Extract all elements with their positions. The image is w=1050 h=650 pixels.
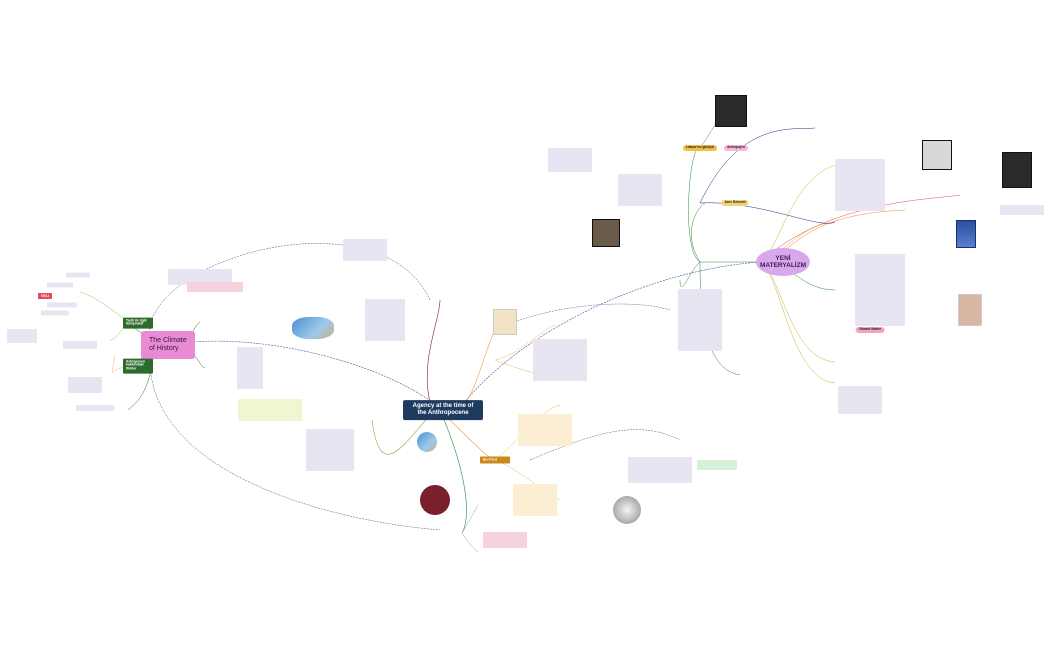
text-block-orange[interactable] — [513, 484, 557, 516]
portrait-photo-top — [715, 95, 747, 127]
portrait-photo-right-2 — [1002, 152, 1032, 188]
text-block[interactable] — [838, 386, 882, 414]
text-block-orange[interactable] — [518, 414, 572, 446]
branch-node-2-label: Antroposen hakkındaki fikirler — [126, 359, 146, 371]
text-block[interactable] — [548, 148, 592, 172]
hub-yeni-materyalizm[interactable]: YENİ MATERYALİZM — [756, 248, 810, 276]
text-block[interactable] — [7, 329, 37, 343]
tag-antropojen-label: Antropojen — [726, 145, 746, 150]
central-topic-title: Agency at the time of the Anthropocene — [412, 403, 474, 416]
text-block[interactable] — [47, 282, 73, 288]
branch-node-1[interactable]: Tarih ile ilgili tartışmalar — [123, 317, 153, 329]
text-block[interactable] — [63, 341, 97, 349]
badge-red-left[interactable]: VELI — [38, 292, 52, 300]
branch-node-2[interactable]: Antroposen hakkındaki fikirler — [123, 358, 153, 374]
book-cover-image — [956, 220, 976, 248]
text-block[interactable] — [835, 159, 885, 211]
text-block[interactable] — [628, 457, 692, 483]
text-block-pink[interactable] — [187, 282, 243, 292]
tag-jane-bennett-label: Jane Bennett — [724, 200, 746, 205]
text-block[interactable] — [533, 339, 587, 381]
globe-sketch-image — [613, 496, 641, 524]
tag-jane-bennett[interactable]: Jane Bennett — [721, 200, 749, 206]
text-block[interactable] — [47, 302, 77, 308]
tag-latour[interactable]: Latour'un görüşü — [683, 145, 717, 151]
central-topic[interactable]: Agency at the time of the Anthropocene — [403, 400, 483, 420]
hub-climate-title: The Climate of History — [149, 336, 187, 352]
note-vibrant-matter-label: Vibrant Matter — [858, 327, 882, 332]
text-block[interactable] — [237, 347, 263, 389]
globe-illustration — [417, 432, 437, 452]
text-block[interactable] — [678, 289, 722, 351]
text-block-green[interactable] — [697, 460, 737, 470]
text-block[interactable] — [41, 310, 69, 316]
earth-hands-image — [292, 317, 334, 339]
hub-climate-of-history[interactable]: The Climate of History — [141, 330, 195, 360]
text-block-green[interactable] — [238, 399, 302, 421]
branch-node-3-label: Bu 4 tezi — [483, 457, 497, 462]
text-block[interactable] — [343, 239, 387, 261]
text-block[interactable] — [365, 299, 405, 341]
branch-node-1-label: Tarih ile ilgili tartışmalar — [126, 318, 147, 326]
tag-antropojen[interactable]: Antropojen — [723, 145, 749, 151]
portrait-sketch — [493, 309, 517, 335]
badge-red-left-label: VELI — [41, 293, 49, 298]
note-vibrant-matter[interactable]: Vibrant Matter — [855, 327, 885, 333]
text-block[interactable] — [618, 174, 662, 206]
text-block-pink[interactable] — [483, 532, 527, 548]
branch-node-3[interactable]: Bu 4 tezi — [480, 456, 510, 464]
text-block[interactable] — [76, 405, 114, 411]
portrait-photo-middle — [592, 219, 620, 247]
portrait-photo-right-1 — [922, 140, 952, 170]
portrait-photo-pink — [958, 294, 982, 326]
text-block[interactable] — [168, 269, 232, 285]
text-block[interactable] — [855, 254, 905, 326]
text-block[interactable] — [68, 377, 102, 393]
text-block[interactable] — [1000, 205, 1044, 215]
text-block[interactable] — [306, 429, 354, 471]
text-block[interactable] — [66, 272, 90, 278]
hub-yeni-title: YENİ MATERYALİZM — [760, 254, 806, 269]
brown-circle-node[interactable] — [420, 485, 450, 515]
tag-latour-label: Latour'un görüşü — [686, 145, 714, 150]
